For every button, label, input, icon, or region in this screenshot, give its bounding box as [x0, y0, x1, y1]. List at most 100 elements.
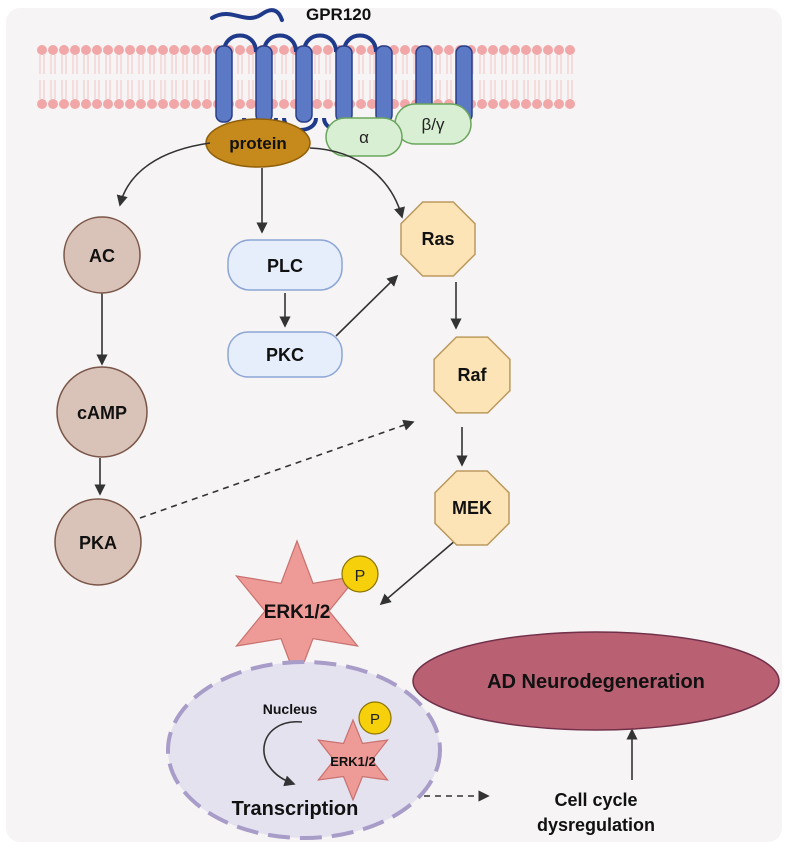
arrow-mek-to-erk: [379, 539, 457, 606]
lipid-head: [488, 45, 498, 55]
transmembrane-helix: [295, 45, 313, 123]
lipid-head: [235, 99, 245, 109]
protein-label: protein: [229, 134, 287, 153]
lipid-head: [367, 99, 377, 109]
ac-label: AC: [89, 246, 115, 266]
lipid-head: [477, 99, 487, 109]
plc-node: PLC: [227, 239, 343, 291]
lipid-head: [169, 45, 179, 55]
pkc-label: PKC: [266, 345, 304, 365]
lipid-head: [48, 45, 58, 55]
lipid-head: [59, 99, 69, 109]
lipid-head: [92, 45, 102, 55]
lipid-head: [279, 99, 289, 109]
ad-label: AD Neurodegeneration: [487, 671, 705, 693]
lipid-head: [323, 45, 333, 55]
phospho-label: P: [355, 568, 366, 585]
lipid-head: [400, 45, 410, 55]
lipid-head: [510, 45, 520, 55]
lipid-head: [191, 99, 201, 109]
arrow-protein-to-ac: [116, 142, 211, 207]
lipid-head: [37, 99, 47, 109]
lipid-head: [565, 99, 575, 109]
lipid-head: [356, 99, 366, 109]
lipid-head: [114, 99, 124, 109]
nucleus: Nucleus ERK1/2 P Transcription: [166, 660, 442, 840]
lipid-head: [444, 45, 454, 55]
nuclear-erk-star: [317, 718, 389, 802]
receptor-n-terminus: [210, 8, 284, 23]
lipid-head: [81, 99, 91, 109]
lipid-head: [81, 45, 91, 55]
erk-node: ERK1/2 P: [234, 539, 379, 683]
lipid-head: [521, 99, 531, 109]
transcription-label: Transcription: [232, 798, 359, 820]
erk-label: ERK1/2: [264, 602, 331, 623]
phospho-circle: [341, 555, 379, 593]
cell-cycle-line1: Cell cycle: [554, 790, 637, 810]
lipid-head: [510, 99, 520, 109]
beta-gamma-label: β/γ: [421, 115, 445, 134]
mek-node: MEK: [434, 470, 510, 546]
nuclear-phospho-circle: [358, 701, 392, 735]
camp-node: cAMP: [56, 366, 148, 458]
lipid-head: [48, 99, 58, 109]
transmembrane-helix: [375, 45, 393, 123]
lipid-head: [37, 45, 47, 55]
mek-label: MEK: [452, 498, 492, 518]
pka-label: PKA: [79, 533, 117, 553]
ras-label: Ras: [421, 229, 454, 249]
plc-label: PLC: [267, 256, 303, 276]
arrow-protein-to-ras: [309, 147, 405, 219]
raf-label: Raf: [457, 365, 487, 385]
lipid-head: [103, 45, 113, 55]
lipid-head: [191, 45, 201, 55]
lipid-head: [246, 99, 256, 109]
lipid-head: [125, 45, 135, 55]
lipid-head: [532, 45, 542, 55]
lipid-head: [433, 45, 443, 55]
nuclear-phospho-label: P: [370, 711, 380, 728]
lipid-head: [103, 99, 113, 109]
lipid-head: [521, 45, 531, 55]
lipid-head: [499, 45, 509, 55]
lipid-head: [532, 99, 542, 109]
lipid-head: [158, 99, 168, 109]
lipid-head: [235, 45, 245, 55]
lipid-head: [70, 45, 80, 55]
receptor-name: GPR120: [306, 5, 371, 24]
lipid-head: [356, 45, 366, 55]
lipid-head: [147, 99, 157, 109]
ras-node: Ras: [400, 201, 476, 277]
lipid-head: [125, 99, 135, 109]
lipid-head: [136, 45, 146, 55]
lipid-head: [279, 45, 289, 55]
lipid-head: [323, 99, 333, 109]
transmembrane-helix: [335, 45, 353, 123]
lipid-head: [202, 45, 212, 55]
lipid-head: [543, 99, 553, 109]
transmembrane-helix: [255, 45, 273, 123]
nuclear-erk-label: ERK1/2: [330, 754, 376, 769]
lipid-head: [147, 45, 157, 55]
arrow-pka-to-raf-dashed: [139, 419, 415, 519]
ad-neurodegeneration-node: AD Neurodegeneration: [412, 631, 780, 731]
alpha-label: α: [359, 128, 369, 147]
cell-cycle-line2: dysregulation: [537, 815, 655, 835]
lipid-head: [92, 99, 102, 109]
pka-node: PKA: [54, 498, 142, 586]
lipid-head: [180, 45, 190, 55]
transmembrane-helix: [215, 45, 233, 123]
pathway-arrows: [94, 142, 638, 802]
arrow-pkc-to-ras: [335, 274, 399, 337]
nucleus-label: Nucleus: [263, 701, 318, 717]
lipid-head: [202, 99, 212, 109]
lipid-head: [488, 99, 498, 109]
lipid-head: [158, 45, 168, 55]
lipid-head: [499, 99, 509, 109]
lipid-head: [554, 99, 564, 109]
lipid-head: [477, 45, 487, 55]
lipid-head: [59, 45, 69, 55]
lipid-head: [554, 45, 564, 55]
